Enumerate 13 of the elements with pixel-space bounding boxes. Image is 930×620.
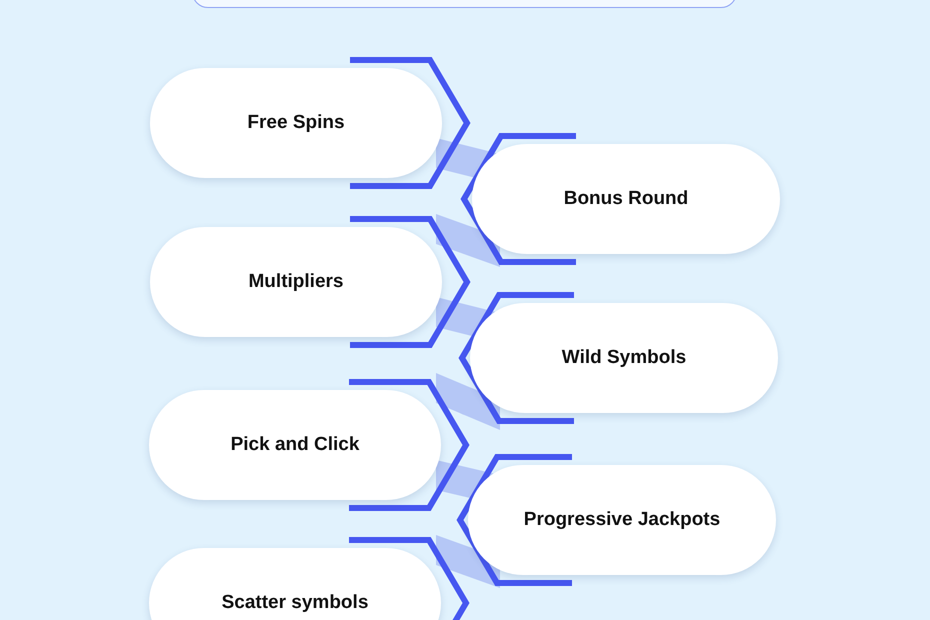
feature-label: Progressive Jackpots xyxy=(524,509,720,531)
option-pill xyxy=(472,144,780,254)
feature-label: Pick and Click xyxy=(230,434,360,456)
feature-label: Wild Symbols xyxy=(562,347,686,369)
option-pill xyxy=(470,303,778,413)
feature-label: Bonus Round xyxy=(564,188,688,210)
feature-label: Scatter symbols xyxy=(222,592,368,614)
feature-label: Multipliers xyxy=(248,271,344,293)
option-pill xyxy=(468,465,776,575)
feature-label: Free Spins xyxy=(247,112,345,134)
option-pill xyxy=(150,68,442,178)
option-pill xyxy=(149,390,441,500)
option-pill xyxy=(150,227,442,337)
